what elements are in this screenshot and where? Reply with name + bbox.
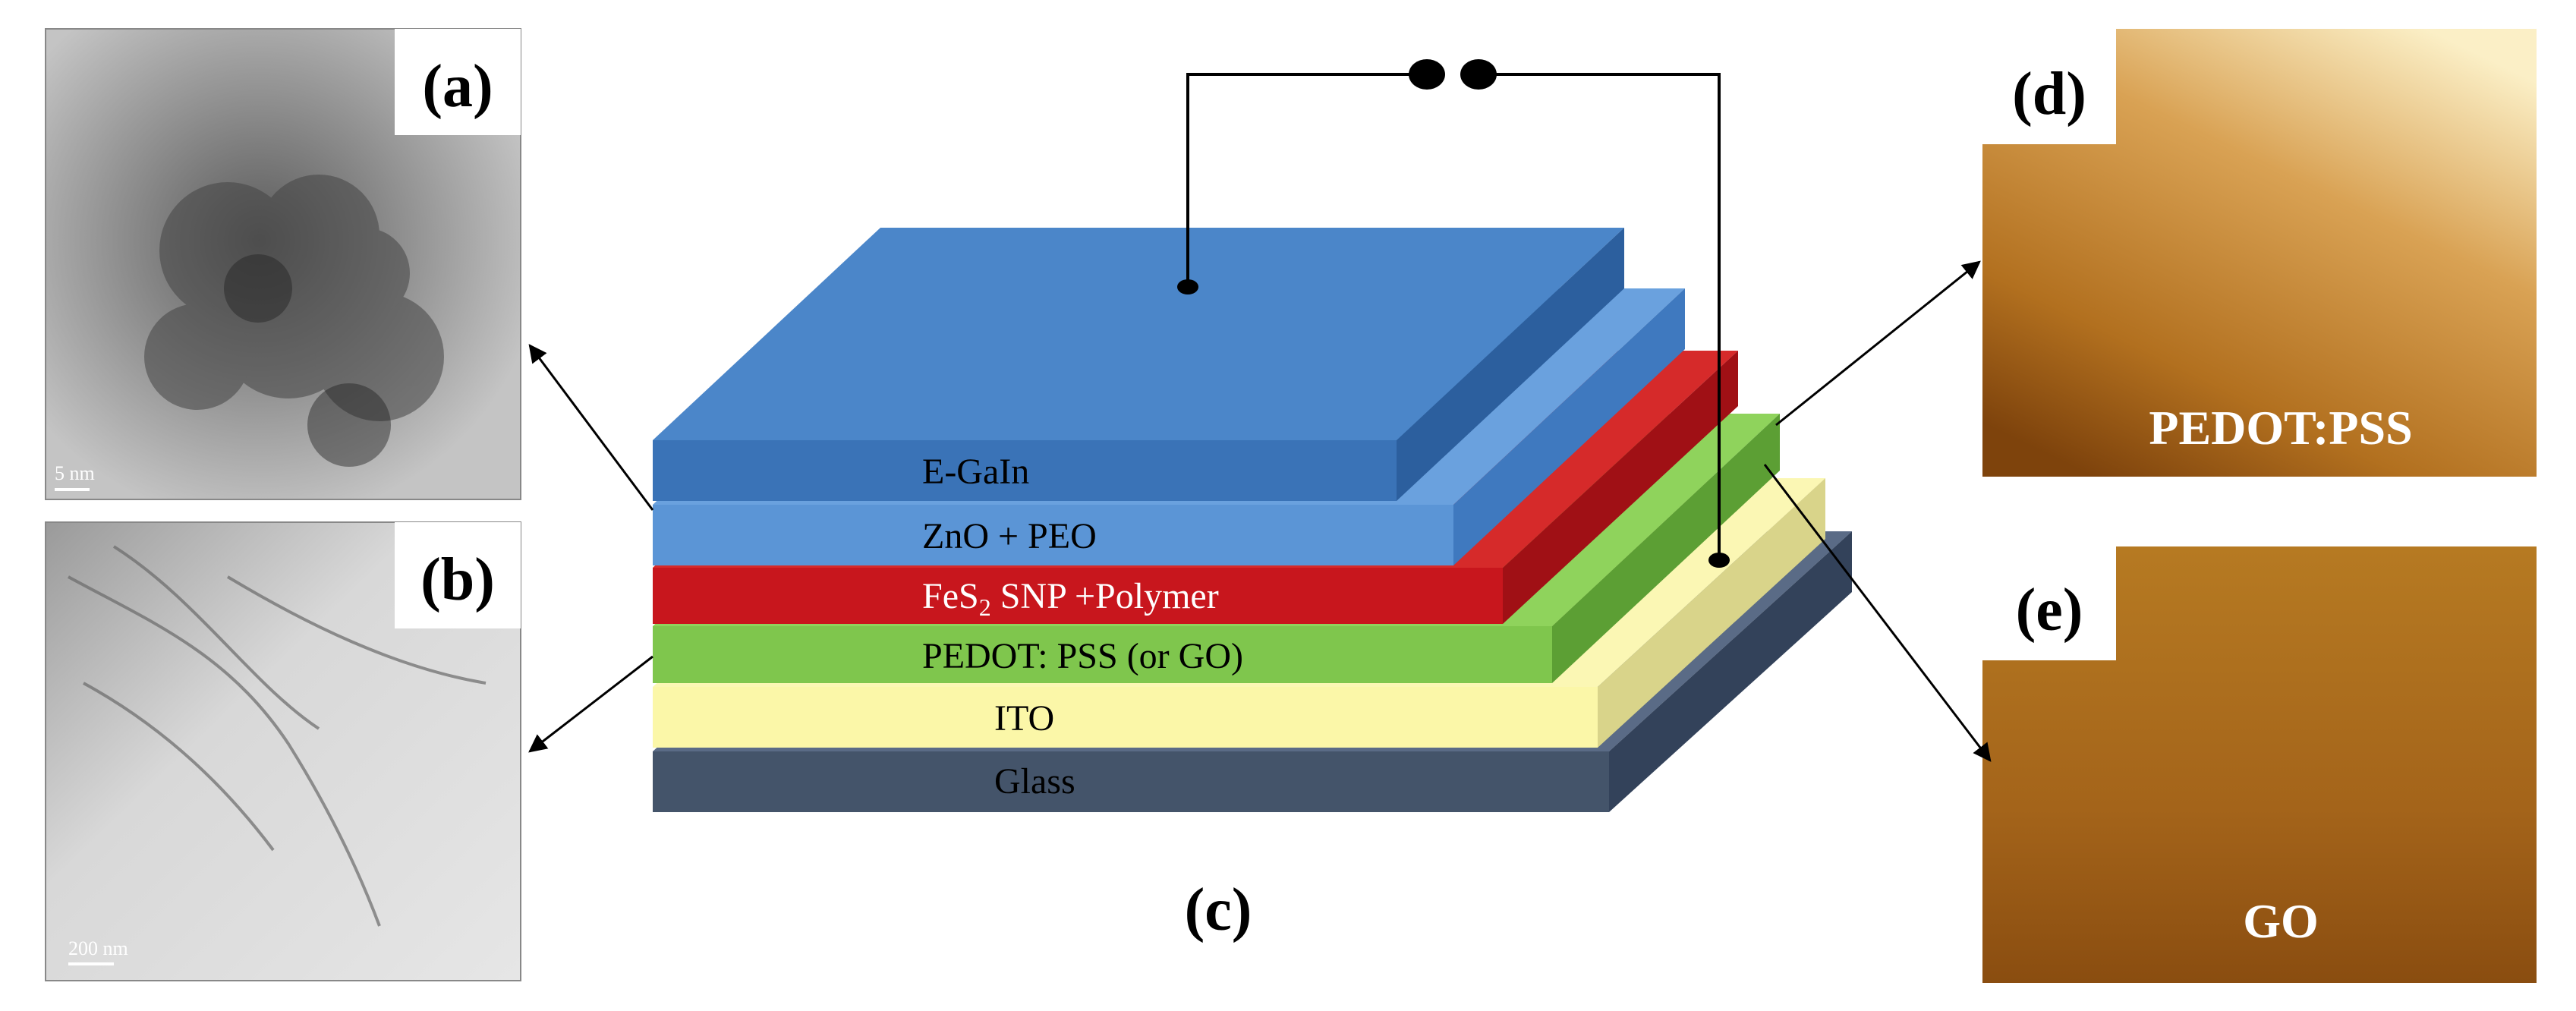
panel-c-letter: (c) [1185, 877, 1252, 943]
panel-d-letter: (d) [2012, 61, 2086, 128]
panel-e-caption: GO [2243, 894, 2319, 948]
arrow-to-panel-d [1775, 260, 1981, 427]
layer-egain [653, 228, 1624, 501]
layer-label-glass: Glass [994, 761, 1075, 802]
terminal-left [1409, 59, 1445, 90]
panel-b-tem-image: (b) 200 nm [45, 521, 521, 981]
pointer-arrows [528, 260, 1992, 762]
circuit-wires [1186, 73, 1721, 558]
layer-label-fes2-subscript: 2 [979, 594, 991, 621]
layer-label-pedot-pss: PEDOT: PSS (or GO) [922, 636, 1243, 676]
panel-b-letter: (b) [420, 546, 495, 613]
panel-d-caption: PEDOT:PSS [2149, 401, 2412, 455]
arrow-to-panel-b [528, 655, 653, 753]
panel-e-letter: (e) [2016, 577, 2083, 644]
contact-point-egain [1177, 279, 1198, 294]
layer-label-zno-peo: ZnO + PEO [922, 516, 1097, 556]
panel-b-scale-bar-label: 200 nm [68, 937, 128, 959]
arrow-to-panel-a [528, 344, 654, 511]
layer-label-ito: ITO [994, 698, 1054, 739]
layer-label-egain: E-GaIn [922, 452, 1029, 492]
circuit-terminals [1177, 59, 1730, 568]
panel-a-scale-bar-label: 5 nm [55, 462, 95, 484]
layer-stack: E-GaIn ZnO + PEO FeS2 SNP +Polymer PEDOT… [653, 228, 1852, 812]
panel-a-tem-image: (a) 5 nm [45, 28, 521, 500]
panel-a-letter: (a) [422, 53, 493, 120]
layer-label-fes2-main: FeS [922, 576, 979, 616]
terminal-right [1460, 59, 1497, 90]
contact-point-ito [1708, 553, 1730, 568]
arrow-to-panel-e [1763, 464, 1992, 762]
layer-label-fes2-snp-polymer: FeS2 SNP +Polymer [922, 576, 1219, 621]
layer-label-fes2-tail: SNP +Polymer [991, 576, 1219, 616]
panel-e-afm-image: (e) GO [1982, 546, 2537, 983]
panel-d-afm-image: (d) PEDOT:PSS [1982, 29, 2537, 477]
